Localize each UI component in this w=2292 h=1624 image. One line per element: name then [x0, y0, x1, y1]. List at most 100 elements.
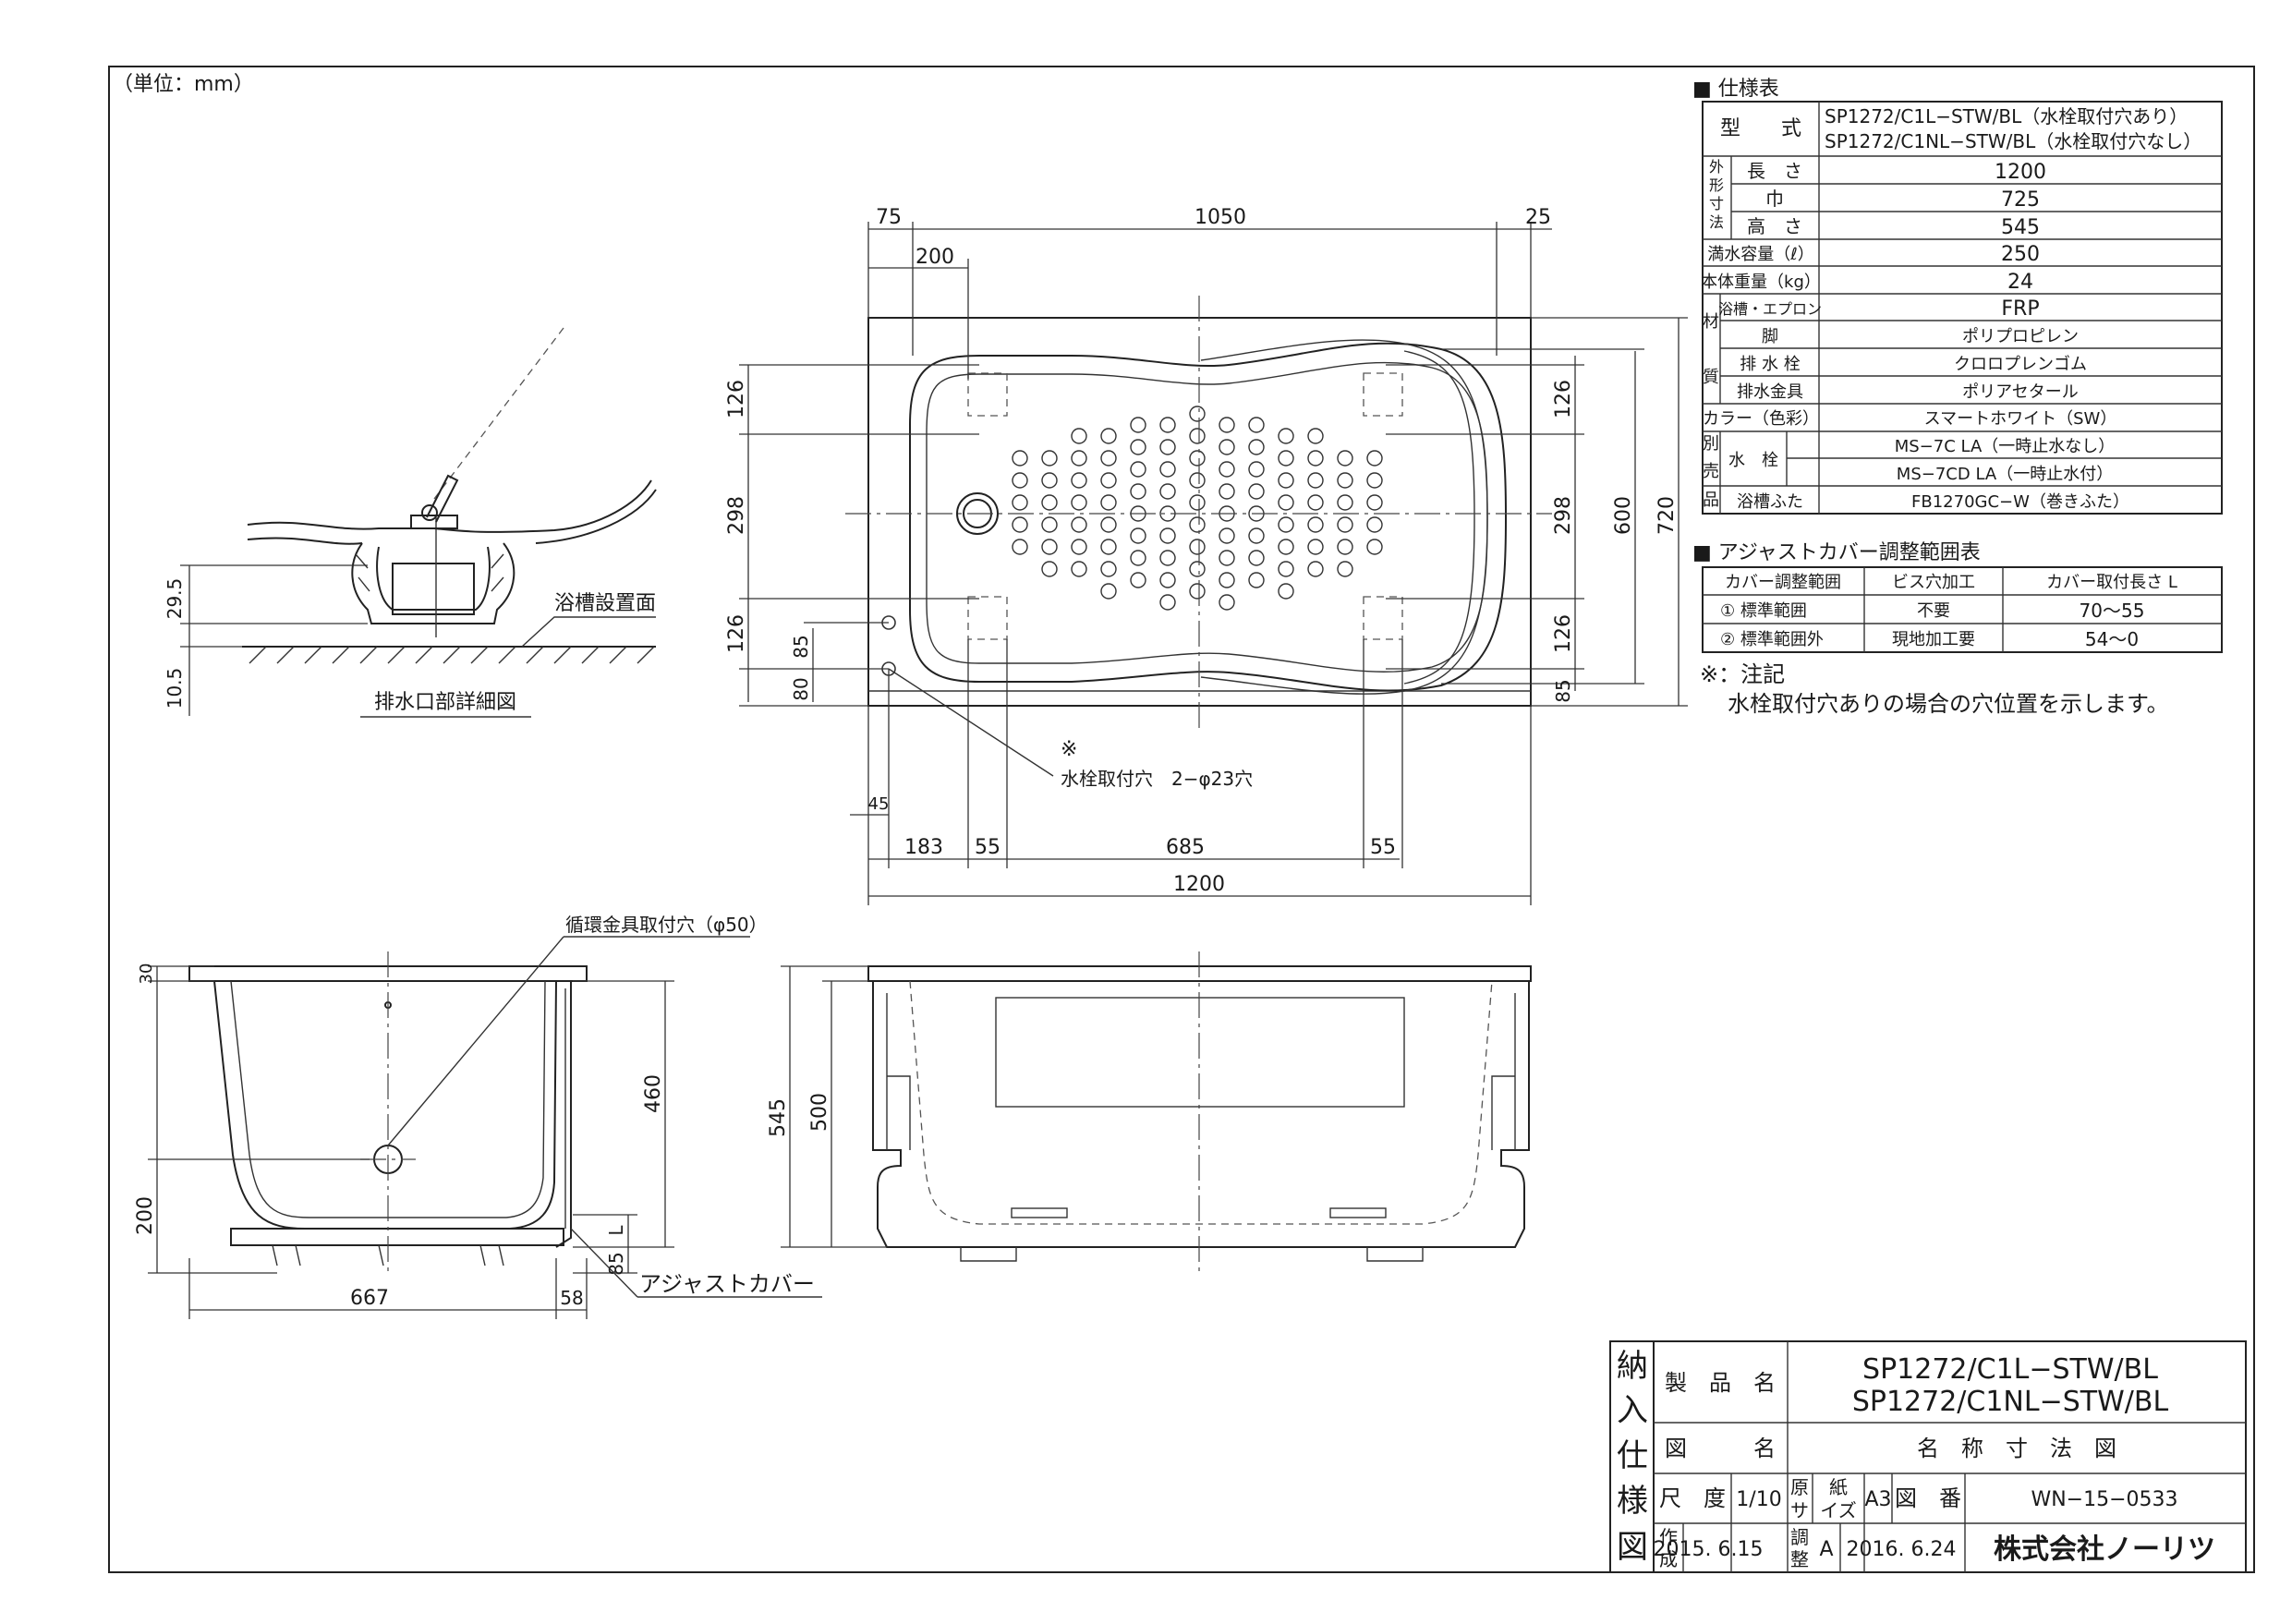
product-label: 製 品 名	[1665, 1370, 1776, 1396]
anti-slip-dot	[1100, 494, 1117, 511]
spec-lid-label: 浴槽ふた	[1737, 492, 1803, 512]
svg-text:原: 原	[1790, 1476, 1809, 1498]
anti-slip-dot	[1041, 450, 1058, 467]
anti-slip-dot	[1248, 461, 1265, 478]
svg-text:形: 形	[1709, 176, 1724, 194]
adjust-table-title: ■ アジャストカバー調整範囲表	[1692, 541, 1981, 564]
anti-slip-dot	[1130, 439, 1146, 455]
anti-slip-dot	[1041, 472, 1058, 489]
anti-slip-dot	[1041, 561, 1058, 577]
spec-length-label: 長 さ	[1747, 160, 1802, 182]
anti-slip-dot	[1071, 450, 1087, 467]
spec-material-label-4: 排水金具	[1737, 382, 1803, 402]
anti-slip-dot	[1189, 539, 1206, 555]
anti-slip-dot	[1159, 594, 1176, 611]
anti-slip-dot	[1041, 494, 1058, 511]
side-dim-667: 667	[350, 1287, 389, 1310]
anti-slip-dot	[1012, 516, 1028, 533]
anti-slip-dot	[1041, 539, 1058, 555]
plan-dim-1200: 1200	[1173, 873, 1225, 896]
spec-model-value-1: SP1272/C1L−STW/BL（水栓取付穴あり）	[1825, 105, 2188, 127]
anti-slip-dot	[1100, 561, 1117, 577]
svg-text:品: 品	[1703, 491, 1719, 510]
anti-slip-dot	[1071, 428, 1087, 444]
anti-slip-dot	[1278, 428, 1294, 444]
svg-text:紙: 紙	[1829, 1476, 1848, 1498]
plan-dim-55a: 55	[975, 836, 1000, 859]
front-dim-545: 545	[767, 1098, 790, 1137]
anti-slip-dot	[1159, 550, 1176, 566]
plan-left-dim-298: 298	[725, 496, 748, 535]
anti-slip-dot	[1071, 516, 1087, 533]
svg-text:作: 作	[1659, 1526, 1678, 1548]
spec-height-label: 高 さ	[1747, 215, 1802, 237]
spec-faucet-label: 水 栓	[1728, 451, 1778, 470]
spec-width-label: 巾	[1765, 188, 1784, 210]
spec-color-label: カラー（色彩）	[1703, 409, 1819, 429]
svg-text:売: 売	[1703, 462, 1719, 481]
anti-slip-dot	[1012, 494, 1028, 511]
adjust-header-1: カバー調整範囲	[1725, 573, 1841, 592]
anti-slip-dot	[1012, 539, 1028, 555]
adjust-header-2: ビス穴加工	[1892, 573, 1975, 592]
spec-weight-label: 本体重量（kg）	[1701, 273, 1821, 292]
plan-dim-45: 45	[868, 794, 890, 814]
drain-detail: 浴槽設置面 29.5 10.5 排水口部詳細図	[164, 327, 657, 718]
anti-slip-dot	[1337, 450, 1353, 467]
spec-table: ■ 仕様表 型 式 SP1272/C1L−STW/BL（水栓取付穴あり） SP1…	[1692, 78, 2223, 515]
anti-slip-dot	[1130, 550, 1146, 566]
plan-left-dim-80: 80	[790, 677, 812, 700]
anti-slip-dot	[1071, 539, 1087, 555]
spec-lid-value: FB1270GC−W（巻きふた）	[1911, 492, 2129, 512]
title-side-char-4: 様	[1617, 1483, 1648, 1520]
drawing-no: WN−15−0533	[2031, 1488, 2177, 1511]
anti-slip-dot	[1219, 550, 1235, 566]
spec-material-label-3: 排 水 栓	[1740, 355, 1800, 374]
anti-slip-dot	[1219, 527, 1235, 544]
svg-text:サ: サ	[1790, 1499, 1809, 1521]
anti-slip-dot	[1219, 483, 1235, 500]
adjust-table: ■ アジャストカバー調整範囲表 カバー調整範囲 ビス穴加工 カバー取付長さ L …	[1692, 541, 2223, 653]
anti-slip-dot	[1159, 527, 1176, 544]
spec-sold-group-label: 別	[1703, 434, 1719, 454]
plan-dim-1050: 1050	[1195, 206, 1246, 229]
anti-slip-dot	[1337, 539, 1353, 555]
anti-slip-dot	[1248, 439, 1265, 455]
drawing-name-label: 図 名	[1665, 1436, 1776, 1461]
anti-slip-dot	[1100, 472, 1117, 489]
plan-view: 75 1050 25 200 126 298 126 85 80 126 298…	[725, 206, 1688, 905]
anti-slip-dot	[1337, 516, 1353, 533]
anti-slip-dot	[1130, 417, 1146, 433]
svg-text:寸: 寸	[1709, 195, 1724, 212]
plan-basin-inner	[926, 361, 1488, 673]
drain-floor-label: 浴槽設置面	[554, 592, 656, 615]
adjust-row-2-range: ② 標準範囲外	[1720, 630, 1824, 649]
drain-dim-10-5: 10.5	[164, 668, 186, 709]
plan-right-dim-720: 720	[1655, 496, 1679, 535]
side-dim-58: 58	[560, 1287, 583, 1309]
adjust-row-2-length: 54〜0	[2085, 628, 2139, 650]
spec-width-value: 725	[2001, 188, 2040, 212]
plan-dim-183: 183	[904, 836, 943, 859]
side-dim-30: 30	[137, 963, 156, 985]
drain-dim-29-5: 29.5	[164, 578, 186, 620]
product-value-1: SP1272/C1L−STW/BL	[1862, 1353, 2158, 1386]
anti-slip-dot	[1219, 461, 1235, 478]
adjust-header-3: カバー取付長さ L	[2046, 573, 2177, 592]
side-basin	[213, 980, 557, 1230]
anti-slip-dot	[1189, 428, 1206, 444]
front-view: 545 500	[767, 951, 1532, 1275]
anti-slip-dot	[1219, 594, 1235, 611]
anti-slip-dot	[1189, 406, 1206, 422]
created-date: 2015. 6.15	[1654, 1538, 1764, 1561]
adjust-row-1-range: ① 標準範囲	[1720, 601, 1807, 621]
title-side-char-2: 入	[1617, 1392, 1648, 1429]
anti-slip-dot	[1159, 439, 1176, 455]
anti-slip-dot	[1366, 472, 1383, 489]
plan-left-dim-126b: 126	[725, 614, 748, 653]
revision: A	[1819, 1538, 1833, 1561]
anti-slip-dot	[1366, 494, 1383, 511]
anti-slip-dot	[1189, 583, 1206, 600]
spec-length-value: 1200	[1995, 161, 2046, 184]
anti-slip-dot	[1248, 527, 1265, 544]
